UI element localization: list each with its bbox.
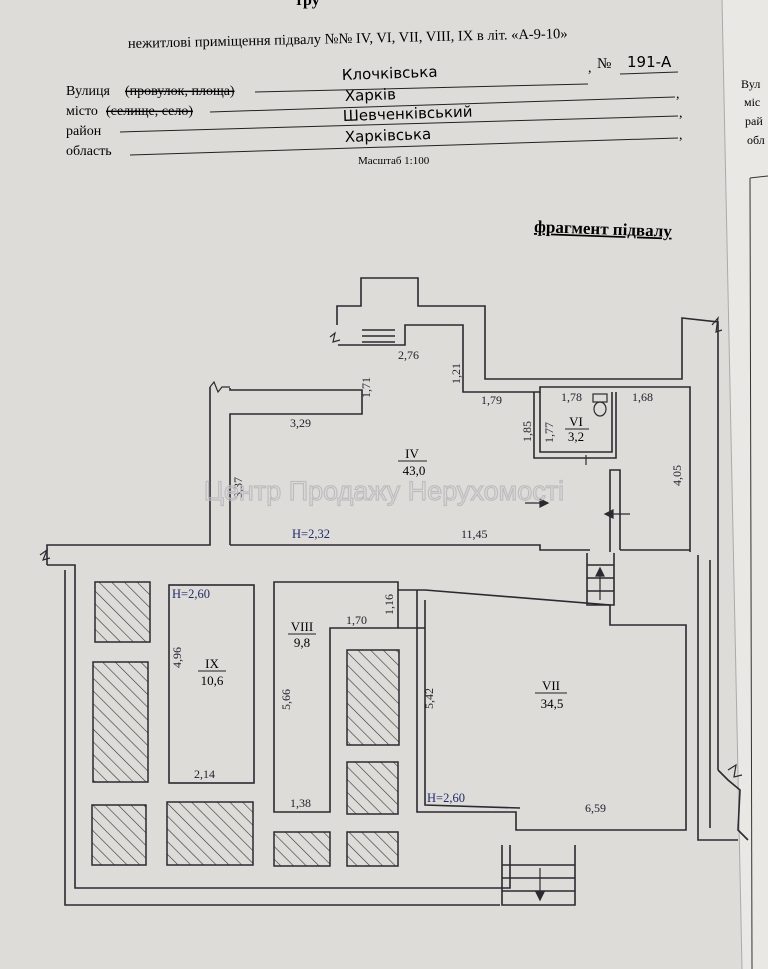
room-viii-number: VIII (291, 619, 313, 634)
region-value: Харківська (345, 125, 432, 146)
dim-1-78: 1,78 (561, 390, 582, 404)
door-arrows (525, 455, 630, 902)
right-page-text-3: рай (745, 114, 763, 128)
dim-1-85: 1,85 (520, 421, 534, 442)
dim-1-79: 1,79 (481, 393, 502, 407)
room-ix-number: IX (205, 656, 219, 671)
number-value: 191-А (627, 53, 672, 71)
street-label-struck: (провулок, площа) (125, 84, 235, 99)
dim-1-16: 1,16 (382, 594, 396, 615)
dim-2-14: 2,14 (194, 767, 215, 781)
district-value: Шевченківський (343, 102, 473, 125)
dim-4-96: 4,96 (170, 647, 184, 668)
street-label: Вулиця (66, 84, 111, 99)
dim-3-29: 3,29 (290, 416, 311, 430)
dim-11-45: 11,45 (461, 527, 488, 541)
next-page-edge (722, 0, 768, 969)
region-label: область (66, 144, 112, 159)
room-viii-area: 9,8 (294, 635, 310, 650)
toilet-icon (592, 393, 608, 417)
fragment-title: фрагмент підвалу (534, 217, 673, 241)
room-labels: IV 43,0 VI 3,2 VII 34,5 VIII 9,8 IX 10,6 (198, 414, 589, 711)
room-iv-number: IV (405, 446, 419, 461)
ceiling-heights: Н=2,32 Н=2,60 Н=2,60 (172, 527, 465, 805)
watermark-text: Центр Продажу Нерухомості (204, 476, 564, 506)
comma-3: , (679, 106, 683, 121)
dim-1-77: 1,77 (542, 422, 556, 443)
street-value: Клочківська (342, 63, 438, 84)
dim-4-05: 4,05 (670, 465, 684, 486)
height-room-vii: Н=2,60 (427, 791, 465, 805)
dim-3-37: 3,37 (231, 477, 245, 498)
right-page-text-1: Вул (741, 77, 760, 91)
dim-1-68: 1,68 (632, 390, 653, 404)
dim-5-42: 5,42 (422, 688, 436, 709)
dim-6-59: 6,59 (585, 801, 606, 815)
dim-1-70: 1,70 (346, 613, 367, 627)
hatched-columns (91, 581, 400, 867)
dimensions: 2,76 1,71 1,21 3,29 1,79 1,78 1,68 1,85 … (170, 348, 684, 815)
right-page-text-2: міс (744, 95, 760, 109)
dim-1-71: 1,71 (359, 377, 373, 398)
region-underline (129, 137, 679, 156)
dim-1-21: 1,21 (449, 363, 463, 384)
room-vii-number: VII (542, 678, 560, 693)
comma-1: , (588, 61, 592, 76)
height-room-iv: Н=2,32 (292, 527, 330, 541)
street-underline (254, 83, 589, 93)
city-underline (209, 96, 676, 113)
dim-1-38: 1,38 (290, 796, 311, 810)
city-label: місто (66, 104, 98, 119)
comma-4: , (679, 128, 683, 143)
city-value: Харків (345, 85, 397, 105)
number-sign: № (597, 56, 611, 72)
dim-2-76: 2,76 (398, 348, 419, 362)
district-label: район (66, 124, 102, 139)
room-vii-area: 34,5 (541, 696, 564, 711)
city-label-struck: (селище, село) (106, 104, 193, 119)
right-page-text-4: обл (747, 133, 765, 147)
next-page-rule (749, 175, 768, 179)
scale-label: Масштаб 1:100 (358, 155, 430, 167)
number-underline (619, 71, 679, 75)
room-vi-area: 3,2 (568, 429, 584, 444)
header-cut-text: тру (295, 0, 320, 9)
room-vi-number: VI (569, 414, 583, 429)
district-underline (119, 115, 679, 133)
break-marks (39, 316, 743, 778)
dim-5-66: 5,66 (279, 689, 293, 710)
walls (46, 277, 749, 906)
height-room-ix: Н=2,60 (172, 587, 210, 601)
room-iv-area: 43,0 (403, 463, 426, 478)
next-page-border (749, 177, 753, 969)
room-ix-area: 10,6 (201, 673, 224, 688)
comma-2: , (676, 87, 680, 102)
